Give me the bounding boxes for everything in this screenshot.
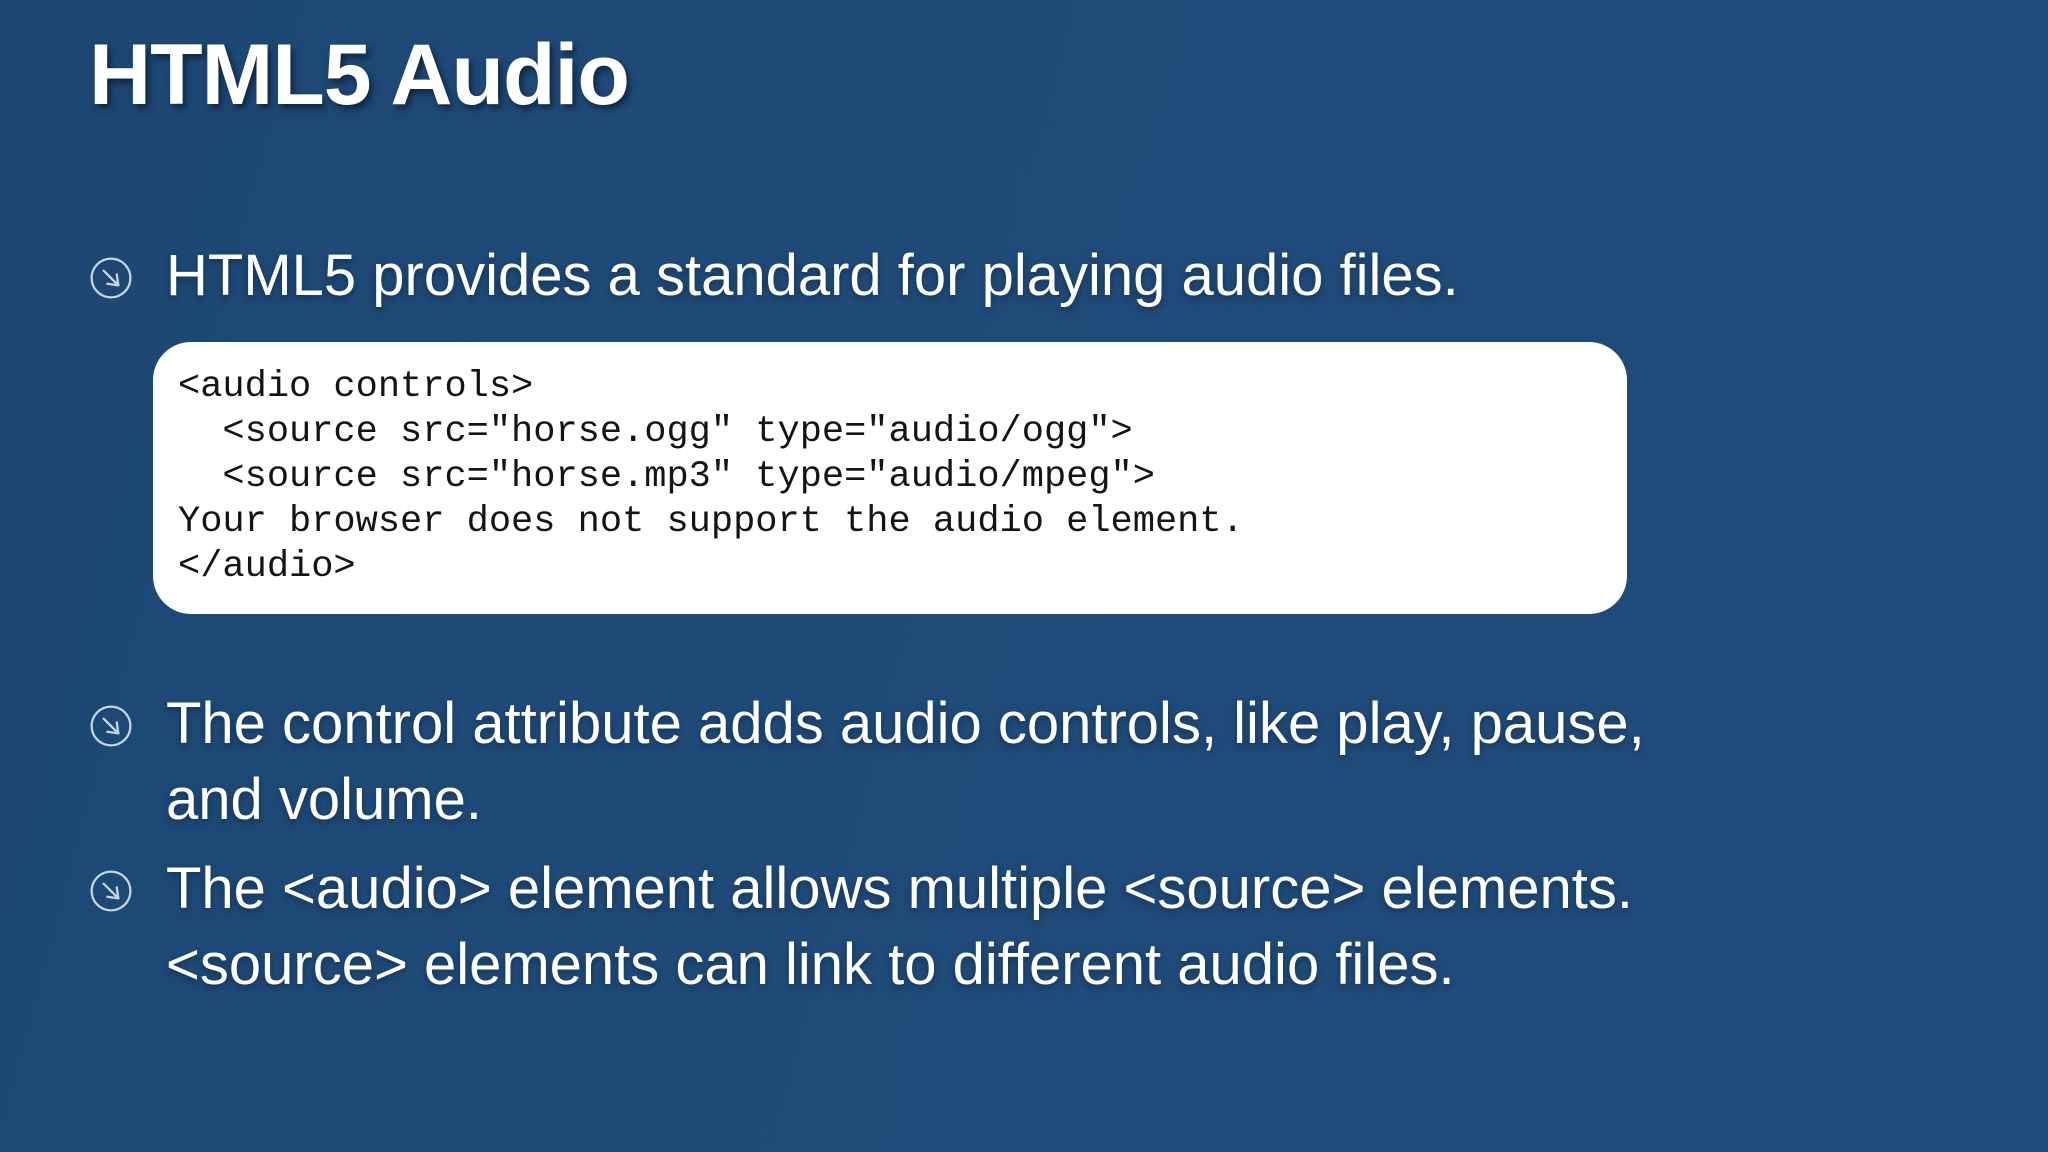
bullet-item: HTML5 provides a standard for playing au… [89,238,1459,314]
circled-arrow-down-right-icon [90,257,132,299]
code-block: <audio controls> <source src="horse.ogg"… [153,342,1627,614]
bullet-text: HTML5 provides a standard for playing au… [166,238,1459,314]
bullet-text-line: The <audio> element allows multiple <sou… [166,856,1633,921]
circled-arrow-down-right-icon [90,870,132,912]
bullet-text-line: and volume. [166,767,482,832]
bullet-text-line: HTML5 provides a standard for playing au… [166,243,1459,308]
slide-title: HTML5 Audio [89,27,630,123]
bullet-text: The control attribute adds audio control… [166,686,1645,838]
bullet-text-line: <source> elements can link to different … [166,932,1455,997]
circled-arrow-down-right-icon [90,705,132,747]
code-block-text: <audio controls> <source src="horse.ogg"… [178,366,1244,588]
bullet-item: The control attribute adds audio control… [89,686,1645,838]
bullet-text-line: The control attribute adds audio control… [166,691,1645,756]
bullet-item: The <audio> element allows multiple <sou… [89,851,1633,1003]
bullet-text: The <audio> element allows multiple <sou… [166,851,1633,1003]
